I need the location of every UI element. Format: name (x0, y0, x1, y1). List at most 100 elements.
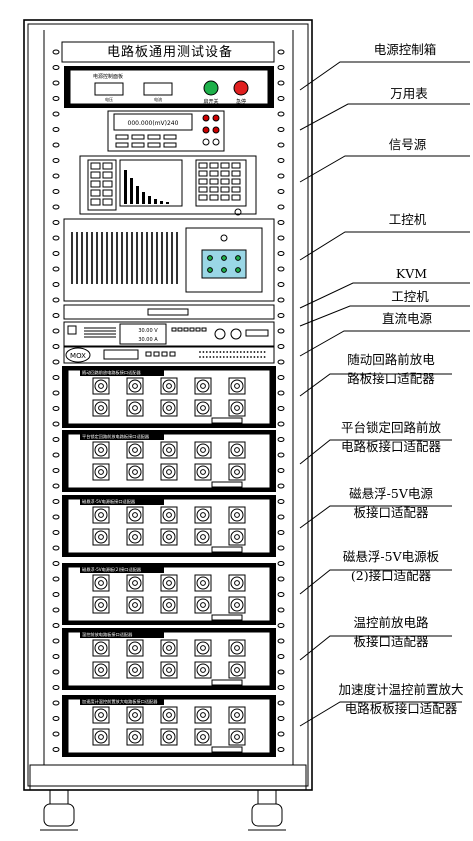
adapter-panel (67, 498, 271, 554)
connector-flange (228, 596, 246, 614)
leader-line-kvm (299, 282, 470, 309)
adapter-nameplate (80, 368, 164, 376)
rail-hole (277, 313, 285, 318)
rail-hole (52, 638, 60, 644)
adapter-nameplate (80, 432, 164, 440)
rail-hole (277, 468, 285, 473)
connector-flange (228, 661, 246, 679)
connector-socket (94, 443, 108, 457)
connector-flange (92, 661, 110, 679)
adapter-nameplate (80, 630, 164, 638)
rail-hole (52, 499, 60, 504)
power-box-panel (69, 69, 269, 105)
connector-pin-ring (200, 645, 206, 651)
kvm-port (209, 351, 212, 353)
connector-socket (196, 576, 210, 590)
rail-hole (277, 282, 285, 287)
rail-hole (52, 96, 60, 101)
connector-pin-ring (98, 734, 104, 740)
callout-industrial-pc: 工控机 (335, 210, 473, 229)
connector-socket (196, 465, 210, 479)
signal-key (209, 170, 219, 177)
adapter-box-1: 随动回路前放电路板接口适配器 (62, 366, 276, 428)
rail-hole (277, 406, 285, 411)
leader-line-adapter-5 (299, 635, 452, 661)
connector-socket (94, 598, 108, 612)
probe-jack (202, 138, 210, 146)
rail-hole (52, 80, 60, 86)
connector-pin-ring (98, 447, 104, 453)
adapter-nameplate-text: 随动回路前放电路板接口适配器 (82, 369, 141, 376)
connector-flange (228, 441, 246, 459)
connector-socket (162, 443, 176, 457)
connector-flange (160, 441, 178, 459)
connector-socket (196, 379, 210, 393)
adapter-panel (67, 369, 271, 425)
leader-line-power-control-box (299, 61, 470, 91)
adapter-panel (67, 631, 271, 687)
leader-line-adapter-1 (299, 373, 452, 397)
rail-hole (277, 638, 285, 644)
dc-display (119, 323, 167, 345)
connector-pin-ring (200, 383, 206, 389)
rail-hole (277, 700, 285, 706)
connector-socket (196, 598, 210, 612)
industrial-pc (63, 218, 275, 302)
kvm-port (229, 351, 232, 353)
rail-hole (277, 669, 285, 675)
callout-dc-power-supply: 直流电源 (334, 309, 473, 328)
connector-pin-ring (234, 447, 240, 453)
connector-socket (230, 598, 244, 612)
kvm-display (103, 349, 139, 360)
multimeter-display (113, 113, 193, 131)
rail-hole (277, 220, 285, 225)
rail-hole (52, 204, 60, 210)
rail-hole (52, 375, 60, 380)
rail-hole (52, 111, 60, 117)
signal-key (198, 194, 208, 201)
adapter-nameplate-text: 平台锁定回路前放电路板接口适配器 (82, 433, 150, 440)
rail-hole (52, 220, 60, 225)
connector-socket (128, 401, 142, 415)
callout-line: 电路板板接口适配器 (344, 701, 458, 716)
connector-flange (126, 399, 144, 417)
dc-knob (214, 328, 226, 340)
connector-pin-ring (166, 512, 172, 518)
rail-hole (52, 173, 60, 179)
kvm-key (169, 351, 176, 357)
rail-hole (52, 623, 60, 628)
connector-flange (126, 596, 144, 614)
rail-hole (277, 561, 285, 566)
rail-hole (277, 80, 285, 86)
kvm-console: MOX (63, 346, 275, 364)
rail-hole (277, 142, 285, 148)
kvm-port (236, 356, 239, 358)
connector-flange (126, 728, 144, 746)
adapter-box-6: 加速度计温控前置放大电路板接口适配器 (62, 695, 276, 757)
multimeter-key (115, 142, 129, 148)
connector-socket (162, 401, 176, 415)
callout-line: 路板接口适配器 (347, 371, 435, 386)
rail-hole (52, 747, 60, 752)
kvm-port (243, 351, 246, 353)
adapter-panel (67, 566, 271, 622)
rail-hole (52, 483, 60, 489)
connector-socket (94, 508, 108, 522)
signal-key (102, 198, 113, 206)
callout-line: 磁悬浮-5V电源板 (342, 549, 440, 564)
rail-hole (52, 669, 60, 675)
callout-multimeter: 万用表 (338, 84, 473, 103)
connector-socket (196, 663, 210, 677)
leader-line-adapter-3 (299, 505, 452, 529)
connector-flange (92, 639, 110, 657)
connector-pin-ring (166, 405, 172, 411)
rail-hole (52, 235, 60, 241)
connector-pin-ring (132, 447, 138, 453)
callout-power-control-box: 电源控制箱 (330, 40, 473, 59)
connector-pin-ring (166, 712, 172, 718)
ipc-indicator (207, 255, 213, 261)
signal-key (90, 189, 101, 197)
dc-body (63, 321, 275, 347)
connector-flange (160, 506, 178, 524)
connector-flange (126, 639, 144, 657)
